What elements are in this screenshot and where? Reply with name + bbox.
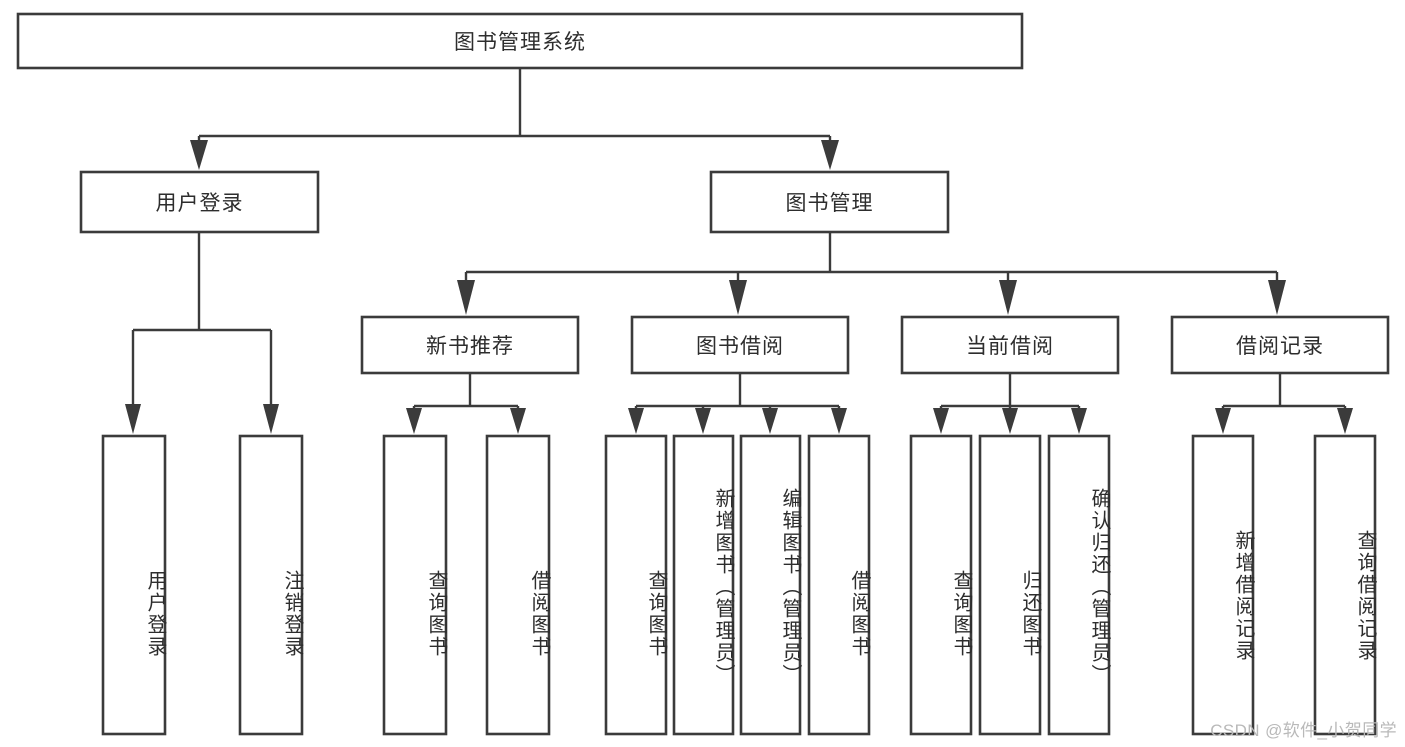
leaf-box-add-book[interactable] <box>672 434 735 736</box>
node-new-book-box[interactable] <box>360 315 580 375</box>
arrowhead-leaf-query-book-3 <box>933 408 949 434</box>
leaf-box-query-book-2[interactable] <box>604 434 668 736</box>
node-book-borrow-box[interactable] <box>630 315 850 375</box>
node-root-box[interactable] <box>16 12 1024 70</box>
arrowhead-leaf-confirm-return <box>1071 408 1087 434</box>
arrowhead-book-manage <box>821 140 839 170</box>
arrowhead-leaf-logout <box>263 404 279 434</box>
leaf-box-query-book-3[interactable] <box>909 434 973 736</box>
leaf-box-borrow-book-2[interactable] <box>807 434 871 736</box>
leaf-box-logout[interactable] <box>238 434 304 736</box>
arrowhead-leaf-add-record <box>1215 408 1231 434</box>
node-book-manage-box[interactable] <box>709 170 950 234</box>
node-current-borrow-box[interactable] <box>900 315 1120 375</box>
leaf-box-add-record[interactable] <box>1191 434 1255 736</box>
node-user-login-box[interactable] <box>79 170 320 234</box>
arrowhead-leaf-add-book <box>695 408 711 434</box>
arrowhead-leaf-borrow-book-1 <box>510 408 526 434</box>
node-borrow-record-box[interactable] <box>1170 315 1390 375</box>
arrowhead-leaf-query-book-1 <box>406 408 422 434</box>
arrowhead-leaf-edit-book <box>762 408 778 434</box>
leaf-box-borrow-book-1[interactable] <box>485 434 551 736</box>
arrowhead-current-borrow <box>999 280 1017 315</box>
arrowhead-book-borrow <box>729 280 747 315</box>
arrowhead-new-book <box>457 280 475 315</box>
arrowhead-leaf-user-login <box>125 404 141 434</box>
arrowhead-leaf-borrow-book-2 <box>831 408 847 434</box>
leaf-box-return-book[interactable] <box>978 434 1042 736</box>
leaf-box-confirm-return[interactable] <box>1047 434 1111 736</box>
arrowhead-borrow-record <box>1268 280 1286 315</box>
leaf-box-edit-book[interactable] <box>739 434 802 736</box>
arrowhead-leaf-return-book <box>1002 408 1018 434</box>
arrowhead-leaf-query-book-2 <box>628 408 644 434</box>
leaf-box-query-book-1[interactable] <box>382 434 448 736</box>
leaf-box-query-record[interactable] <box>1313 434 1377 736</box>
arrowhead-leaf-query-record <box>1337 408 1353 434</box>
arrowhead-user-login <box>190 140 208 170</box>
leaf-box-user-login[interactable] <box>101 434 167 736</box>
